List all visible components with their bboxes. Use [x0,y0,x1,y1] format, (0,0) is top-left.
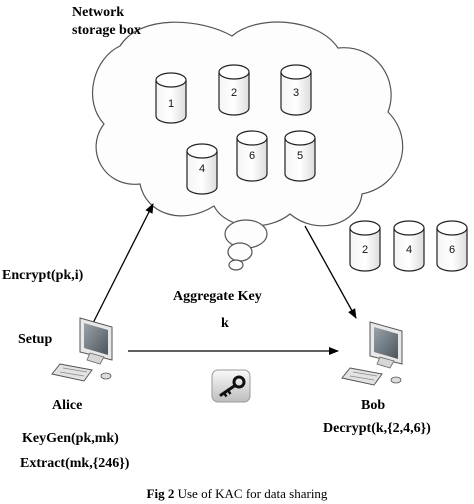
bob-file-6-label: 6 [449,244,455,256]
cloud-cylinder-3-label: 3 [293,87,299,99]
cloud-cylinder-1: 1 [155,72,187,124]
cloud-cylinder-2-label: 2 [231,87,237,99]
bob-file-2: 2 [349,220,381,272]
figure-caption-number: Fig 2 [147,486,175,501]
setup-label: Setup [18,332,52,347]
bob-file-4-label: 4 [406,244,412,256]
cloud-title-line1: Network [72,5,124,20]
alice-label: Alice [52,398,82,413]
decrypt-label: Decrypt(k,{2,4,6}) [323,421,431,436]
aggregate-key-label: Aggregate Key [173,289,262,304]
cloud-bubble-small [228,259,244,271]
cloud-cylinder-6-label: 6 [249,150,255,162]
cloud-cylinder-2: 2 [218,64,250,116]
bob-label: Bob [361,398,385,413]
bob-file-6: 6 [436,220,468,272]
key-icon [211,369,251,403]
cloud-cylinder-6: 6 [236,130,268,182]
cloud-shape [91,21,404,227]
cloud-cylinder-4: 4 [186,143,218,195]
extract-label: Extract(mk,{246}) [20,456,130,471]
cloud-cylinder-5: 5 [284,130,316,182]
key-k-label: k [221,316,229,331]
encrypt-label: Encrypt(pk,i) [2,268,84,283]
cloud-cylinder-1-label: 1 [168,98,174,110]
bob-computer-icon [341,321,403,386]
keygen-label: KeyGen(pk,mk) [22,431,119,446]
cloud-title-line2: storage box [72,23,141,38]
figure-caption: Fig 2 Use of KAC for data sharing [147,486,328,501]
bob-file-4: 4 [393,220,425,272]
figure-caption-text: Use of KAC for data sharing [174,486,328,501]
cloud-bubble-medium [227,242,253,262]
encrypt-upload-arrow [87,203,154,334]
cloud-cylinder-3: 3 [280,64,312,116]
cloud-cylinder-4-label: 4 [199,163,205,175]
cloud-cylinder-5-label: 5 [297,150,303,162]
bob-file-2-label: 2 [362,244,368,256]
alice-computer-icon [51,317,113,382]
cloud-to-bob-arrow [304,225,357,319]
